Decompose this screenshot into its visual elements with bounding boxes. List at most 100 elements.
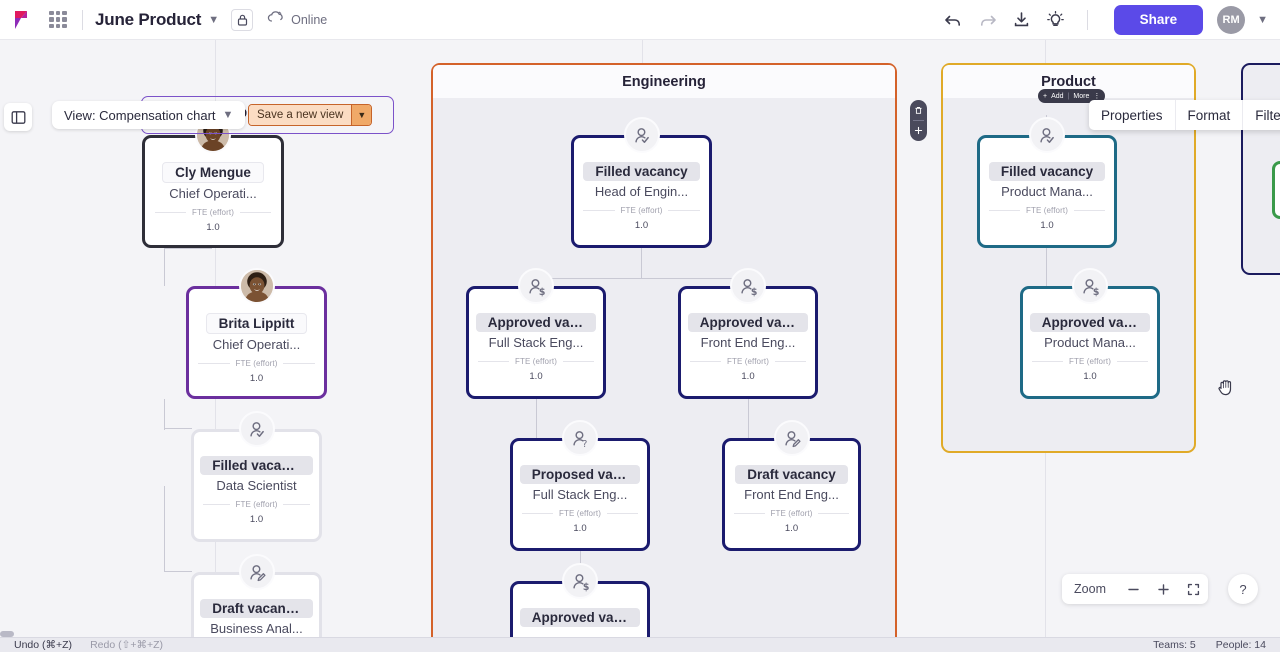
share-button[interactable]: Share — [1113, 4, 1204, 35]
avatar: RM — [1217, 5, 1246, 34]
fte-value: 1.0 — [1083, 371, 1097, 382]
page-title[interactable]: June Product — [95, 9, 202, 29]
lightbulb-icon[interactable] — [1041, 5, 1071, 35]
connector-line — [164, 571, 192, 572]
undo-arrow-icon[interactable] — [939, 5, 969, 35]
save-new-view-button[interactable]: Save a new view ▼ — [248, 104, 373, 126]
connector-line — [748, 399, 749, 441]
fte-divider: FTE (effort) — [989, 206, 1105, 215]
apps-grid-icon[interactable] — [46, 8, 70, 32]
zoom-control[interactable]: Zoom — [1062, 574, 1208, 604]
node-role: Front End Eng... — [700, 335, 796, 350]
header-divider — [82, 9, 83, 30]
online-status: Online — [267, 10, 327, 29]
chevron-down-icon[interactable]: ▼ — [208, 13, 220, 26]
zoom-in-button[interactable] — [1148, 574, 1178, 604]
node-name: Proposed vaca... — [519, 465, 641, 484]
lock-icon[interactable] — [231, 8, 254, 31]
trash-icon[interactable] — [911, 103, 926, 118]
node-name: Draft vacancy — [200, 599, 313, 618]
node-full-stack-approved-2[interactable]: $Approved vaca... — [510, 563, 650, 637]
tab-properties[interactable]: Properties — [1089, 100, 1176, 130]
fte-value: 1.0 — [573, 523, 587, 534]
plus-icon[interactable] — [911, 123, 926, 138]
connector-line — [164, 399, 165, 429]
person-dollar-icon: $ — [1072, 268, 1108, 304]
view-selector[interactable]: View: Compensation chart ▼ — [52, 101, 246, 129]
user-menu[interactable]: RM ▼ — [1217, 5, 1268, 34]
connector-line — [641, 248, 642, 278]
node-role: Chief Operati... — [212, 337, 301, 352]
svg-text:?: ? — [582, 439, 587, 449]
group-toolbar[interactable] — [910, 100, 927, 141]
add-label[interactable]: Add — [1051, 92, 1064, 100]
node-role: Product Mana... — [1044, 335, 1136, 350]
flowchart-logo-icon[interactable] — [12, 9, 38, 31]
chevron-down-icon[interactable]: ▼ — [1257, 13, 1268, 26]
person-dollar-icon: $ — [730, 268, 766, 304]
panel-toggle-icon — [11, 110, 25, 124]
header-divider-2 — [1086, 9, 1088, 30]
sidebar-toggle-button[interactable] — [4, 103, 32, 131]
people-count: People: 14 — [1215, 639, 1266, 651]
node-role: Full Stack Eng... — [488, 335, 584, 350]
tab-format[interactable]: Format — [1176, 100, 1244, 130]
fte-value: 1.0 — [249, 514, 264, 525]
person-dollar-icon: $ — [518, 268, 554, 304]
fte-value: 1.0 — [529, 371, 543, 382]
fte-divider: FTE (effort) — [478, 357, 594, 366]
fte-divider: FTE (effort) — [198, 359, 315, 368]
node-context-toolbar[interactable]: + Add | More ⋮ — [1038, 89, 1106, 103]
help-button[interactable]: ? — [1228, 574, 1258, 604]
undo-status-button[interactable]: Undo (⌘+Z) — [14, 639, 73, 651]
chevron-down-icon[interactable]: ▼ — [351, 105, 372, 125]
node-product-approved[interactable]: $Approved vaca...Product Mana...FTE (eff… — [1020, 268, 1160, 399]
redo-arrow-icon[interactable] — [973, 5, 1003, 35]
kebab-menu-icon[interactable]: ⋮ — [1093, 93, 1101, 100]
node-role: Chief Operati... — [169, 186, 257, 201]
more-label[interactable]: More — [1073, 92, 1090, 100]
plus-icon[interactable]: + — [1043, 92, 1048, 100]
connector-line — [164, 486, 165, 572]
node-name: Approved vaca... — [519, 608, 641, 627]
node-full-stack-proposed[interactable]: ?Proposed vaca...Full Stack Eng...FTE (e… — [510, 420, 650, 551]
fit-to-screen-button[interactable] — [1178, 574, 1208, 604]
person-pencil-icon — [238, 554, 275, 590]
zoom-out-button[interactable] — [1118, 574, 1148, 604]
node-role: Head of Engin... — [594, 184, 689, 199]
connector-line — [536, 278, 749, 279]
redo-status-button[interactable]: Redo (⇧+⌘+Z) — [90, 639, 164, 651]
horizontal-scrollbar[interactable] — [0, 631, 14, 637]
properties-panel-tabs[interactable]: Properties Format Filter — [1089, 100, 1280, 130]
node-front-end-approved[interactable]: $Approved vaca...Front End Eng...FTE (ef… — [678, 268, 818, 399]
chevron-down-icon[interactable]: ▼ — [222, 109, 234, 121]
fit-to-screen-icon — [1187, 583, 1199, 595]
connector-line — [164, 248, 165, 286]
node-role: Front End Eng... — [744, 487, 839, 502]
svg-text:$: $ — [751, 287, 758, 297]
cloud-sync-icon — [267, 10, 284, 29]
person-check-icon — [1029, 117, 1065, 153]
node-role: Business Anal... — [210, 621, 303, 636]
node-full-stack-approved[interactable]: $Approved vaca...Full Stack Eng...FTE (e… — [466, 268, 606, 399]
svg-text:$: $ — [539, 287, 546, 297]
node-name: Filled vacancy — [200, 456, 313, 475]
tab-filter[interactable]: Filter — [1255, 107, 1280, 123]
download-icon[interactable] — [1007, 5, 1037, 35]
svg-text:$: $ — [1093, 287, 1100, 297]
node-partial-offscreen[interactable] — [1272, 161, 1280, 219]
fte-divider: FTE (effort) — [1032, 357, 1148, 366]
status-bar: Undo (⌘+Z) Redo (⇧+⌘+Z) Teams: 5 People:… — [0, 637, 1280, 652]
fte-divider: FTE (effort) — [583, 206, 700, 215]
node-role: Full Stack Eng... — [532, 487, 628, 502]
node-name: Approved vaca... — [687, 313, 809, 332]
view-selector-label: View: Compensation chart — [64, 107, 216, 123]
